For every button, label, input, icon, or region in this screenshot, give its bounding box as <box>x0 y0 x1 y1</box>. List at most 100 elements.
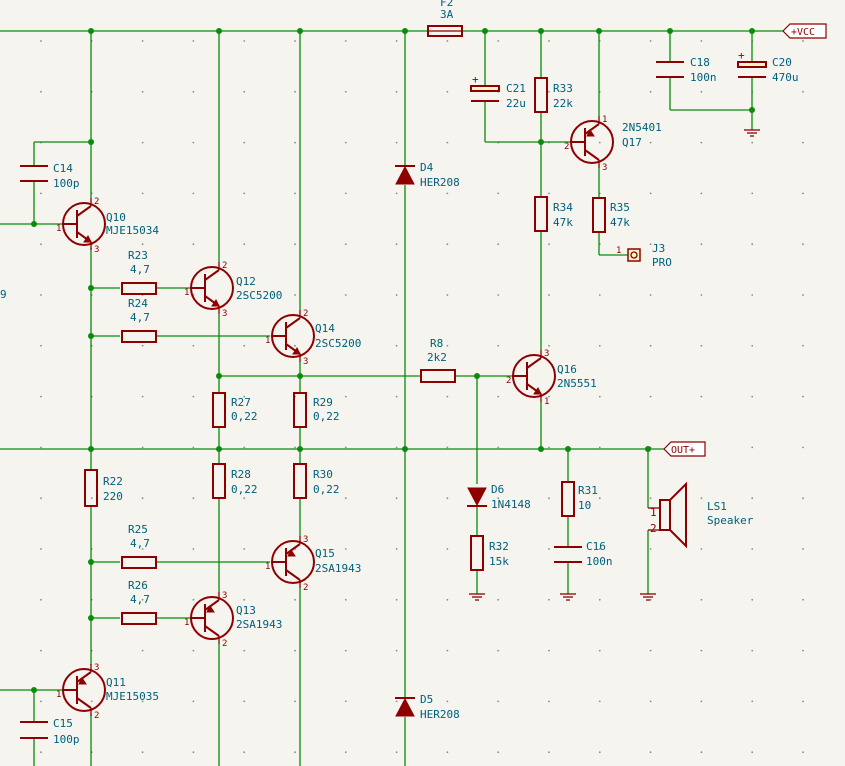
grid-dot <box>598 700 601 703</box>
grid-dot <box>497 243 500 246</box>
grid-dot <box>497 344 500 347</box>
grid-dot <box>598 548 601 550</box>
grid-dot <box>141 40 144 42</box>
grid-dot <box>395 344 398 347</box>
resistor-r24[interactable]: R24 4,7 <box>121 297 157 343</box>
grid-dot <box>598 598 601 601</box>
grid-dot <box>141 497 144 500</box>
ground-icon <box>640 593 656 601</box>
grid-dot <box>446 90 449 93</box>
net-label-out[interactable]: OUT+ <box>663 441 706 457</box>
resistor-r27[interactable]: R27 0,22 <box>212 392 258 428</box>
resistor-r33[interactable]: R33 22k <box>534 77 573 113</box>
capacitor-c16[interactable]: C16 100n <box>554 540 613 568</box>
grid-dot <box>141 598 144 601</box>
transistor-q16[interactable]: 2 3 1 Q16 2N5551 <box>506 349 597 407</box>
grid-dot <box>344 700 347 703</box>
q10-ref: Q10 <box>106 211 126 224</box>
grid-dot <box>192 141 195 144</box>
grid-dot <box>90 700 93 703</box>
grid-dot <box>90 497 93 500</box>
grid-dot <box>294 192 296 195</box>
resistor-r34[interactable]: R34 47k <box>534 196 573 232</box>
resistor-r23[interactable]: R23 4,7 <box>121 249 157 295</box>
grid-dot <box>497 751 500 754</box>
grid-dot <box>243 497 246 500</box>
q14-ref: Q14 <box>315 322 335 335</box>
capacitor-c14[interactable]: C14 100p <box>20 162 80 190</box>
grid-dot <box>700 243 703 246</box>
grid-dot <box>192 700 195 703</box>
ls1-ref: LS1 <box>707 500 727 513</box>
j3-pin-1: 1 <box>616 246 621 256</box>
grid-dot <box>344 90 347 93</box>
fuse-f2[interactable]: F2 3A <box>427 0 463 37</box>
grid-dot <box>751 598 754 601</box>
transistor-q12[interactable]: 1 2 3 Q12 2SC5200 <box>184 261 282 319</box>
resistor-r32[interactable]: R32 15k <box>470 535 509 571</box>
grid-dot <box>40 90 42 93</box>
capacitor-c18[interactable]: C18 100n <box>656 56 717 84</box>
grid-dot <box>141 141 144 144</box>
grid-dot <box>649 598 652 601</box>
d4-value: HER208 <box>420 176 460 189</box>
grid-dot <box>700 548 703 550</box>
q13-pin-e: 3 <box>222 591 227 601</box>
c21-plus: + <box>472 73 479 86</box>
capacitor-c21[interactable]: + C21 22u <box>470 73 526 110</box>
grid-dot <box>497 40 500 42</box>
diode-d4[interactable]: D4 HER208 <box>395 161 460 189</box>
resistor-r31[interactable]: R31 10 <box>561 481 598 517</box>
r33-value: 22k <box>553 97 573 110</box>
transistor-q11[interactable]: 1 3 2 Q11 MJE15035 <box>56 663 159 721</box>
resistor-r29[interactable]: R29 0,22 <box>293 392 340 428</box>
transistor-q14[interactable]: 1 2 3 Q14 2SC5200 <box>265 309 361 367</box>
grid-dot <box>802 40 804 42</box>
resistor-r35[interactable]: R35 47k <box>592 197 630 233</box>
grid-dot <box>649 649 652 652</box>
grid-dot <box>802 395 804 398</box>
grid-dot <box>649 90 652 93</box>
grid-dot <box>497 446 500 449</box>
diode-d5[interactable]: D5 HER208 <box>395 693 460 721</box>
resistor-r8[interactable]: R8 2k2 <box>420 337 456 383</box>
r26-value: 4,7 <box>130 593 150 606</box>
capacitor-c15[interactable]: C15 100p <box>20 717 80 746</box>
transistor-q10[interactable]: 1 2 3 Q10 MJE15034 <box>56 197 159 255</box>
resistor-r22[interactable]: R22 220 <box>84 469 123 507</box>
diode-d6[interactable]: D6 1N4148 <box>467 483 531 511</box>
ls1-value: Speaker <box>707 514 754 527</box>
q13-pin-b: 1 <box>184 618 189 628</box>
transistor-q15[interactable]: 1 3 2 Q15 2SA1943 <box>265 535 361 593</box>
resistor-r25[interactable]: R25 4,7 <box>121 523 157 569</box>
grid-dot <box>802 497 804 500</box>
grid-dot <box>751 548 754 550</box>
speaker-ls1[interactable]: 1 2 LS1 Speaker <box>648 481 754 549</box>
c18-value: 100n <box>690 71 717 84</box>
grid-dot <box>243 192 246 195</box>
d6-value: 1N4148 <box>491 498 531 511</box>
connector-j3[interactable]: 1 J3 PRO <box>616 242 672 269</box>
grid-dot <box>40 497 42 500</box>
grid-dot <box>649 395 652 398</box>
r34-ref: R34 <box>553 201 573 214</box>
grid-dot <box>243 548 246 550</box>
grid-dot <box>446 598 449 601</box>
q15-pin-b: 1 <box>265 562 270 572</box>
capacitor-c20[interactable]: + C20 470u <box>737 49 799 84</box>
grid-dot <box>344 344 347 347</box>
grid-dot <box>446 497 449 500</box>
q11-ref: Q11 <box>106 676 126 689</box>
resistor-r26[interactable]: R26 4,7 <box>121 579 157 625</box>
r33-ref: R33 <box>553 82 573 95</box>
transistor-q13[interactable]: 1 3 2 Q13 2SA1943 <box>184 591 282 649</box>
resistor-r28[interactable]: R28 0,22 <box>212 463 258 499</box>
transistor-q17[interactable]: 2 1 3 2N5401 Q17 <box>564 115 662 173</box>
net-label-vcc[interactable]: +VCC <box>782 23 827 39</box>
resistor-r30[interactable]: R30 0,22 <box>293 463 340 499</box>
grid-dot <box>294 40 296 42</box>
grid-dot <box>649 751 652 754</box>
q16-pin-e: 1 <box>544 397 549 407</box>
grid-dot <box>294 90 296 93</box>
